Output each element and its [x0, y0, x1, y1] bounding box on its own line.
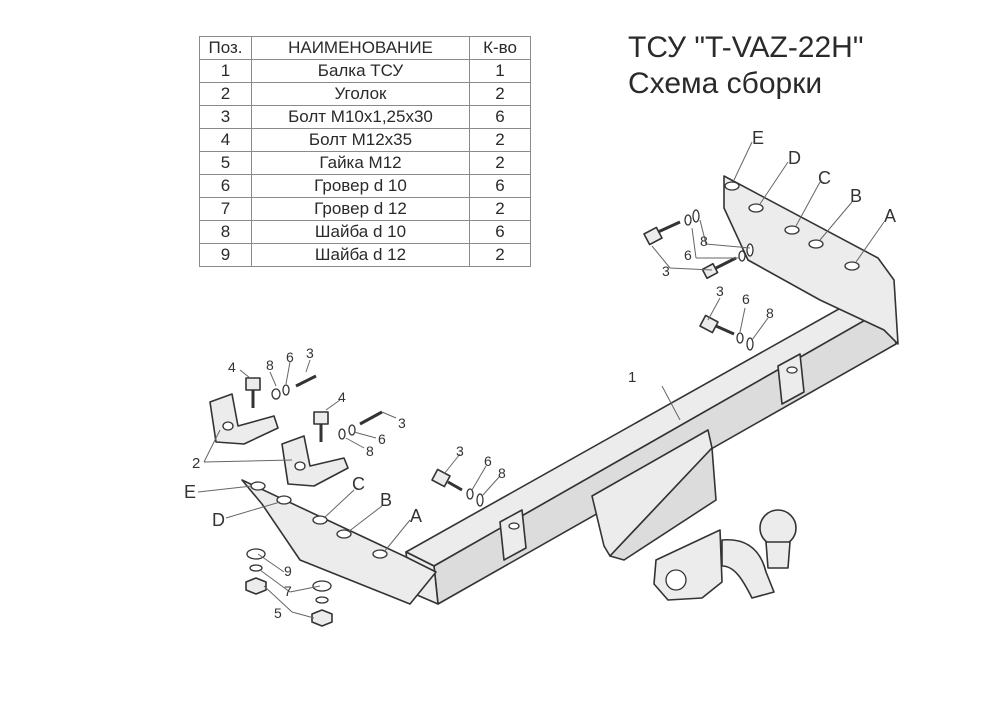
label-part-5: 5	[274, 605, 282, 621]
angle-brackets	[209, 393, 349, 487]
cell-pos: 1	[199, 59, 252, 83]
label-part-3: 3	[398, 415, 406, 431]
cell-name: Балка ТСУ	[251, 59, 470, 83]
label-part-4: 4	[338, 389, 346, 405]
cell-pos: 2	[199, 82, 252, 106]
title-model: ТСУ "T-VAZ-22H"	[628, 31, 864, 64]
title-subtitle: Схема сборки	[628, 67, 823, 100]
cell-pos: 8	[199, 220, 252, 244]
label-part-8: 8	[766, 305, 774, 321]
label-part-3: 3	[662, 263, 670, 279]
label-part-8: 8	[498, 465, 506, 481]
label-part-4: 4	[228, 359, 236, 375]
label-hole-e: E	[184, 482, 196, 502]
right-mounting-plate	[723, 175, 899, 345]
label-hole-c: C	[352, 474, 365, 494]
label-hole-c: C	[818, 168, 831, 188]
label-part-8: 8	[700, 233, 708, 249]
header-name: НАИМЕНОВАНИЕ	[251, 36, 470, 60]
label-hole-a: A	[884, 206, 896, 226]
label-part-7: 7	[284, 583, 292, 599]
cell-name: Гайка М12	[251, 151, 470, 175]
cell-qty: 2	[469, 128, 531, 152]
cell-qty: 6	[469, 220, 531, 244]
label-hole-d: D	[212, 510, 225, 530]
label-part-6: 6	[286, 349, 294, 365]
cell-name: Болт М10х1,25х30	[251, 105, 470, 129]
cell-qty: 2	[469, 197, 531, 221]
label-part-3: 3	[306, 345, 314, 361]
label-hole-d: D	[788, 148, 801, 168]
label-hole-a: A	[410, 506, 422, 526]
label-part-6: 6	[742, 291, 750, 307]
label-part-6: 6	[684, 247, 692, 263]
callout-labels: 1 2 3 3 3 3 3 4 4 5 6 6 6 6 6 7 8 8 8 8 …	[184, 128, 896, 621]
label-part-3: 3	[456, 443, 464, 459]
cell-pos: 5	[199, 151, 252, 175]
cell-name: Шайба d 10	[251, 220, 470, 244]
cell-pos: 9	[199, 243, 252, 267]
cell-name: Шайба d 12	[251, 243, 470, 267]
label-part-3: 3	[716, 283, 724, 299]
label-hole-e: E	[752, 128, 764, 148]
label-part-2: 2	[192, 455, 200, 472]
label-part-6: 6	[484, 453, 492, 469]
leader-lines	[197, 141, 885, 619]
cell-name: Гровер d 12	[251, 197, 470, 221]
label-part-8: 8	[366, 443, 374, 459]
left-mounting-plate	[241, 479, 437, 605]
header-pos: Поз.	[199, 36, 252, 60]
label-hole-b: B	[380, 490, 392, 510]
fasteners	[245, 209, 754, 627]
label-hole-b: B	[850, 186, 862, 206]
cell-name: Болт М12х35	[251, 128, 470, 152]
tow-ball-assembly	[591, 429, 797, 601]
label-part-8: 8	[266, 357, 274, 373]
cell-qty: 2	[469, 243, 531, 267]
label-part-9: 9	[284, 563, 292, 579]
table-header-row: Поз. НАИМЕНОВАНИЕ К-во	[199, 36, 531, 60]
tow-bar-beam	[405, 295, 897, 605]
drawing-title: ТСУ "T-VAZ-22H" Схема сборки	[628, 30, 864, 102]
label-part-6: 6	[378, 431, 386, 447]
label-part-1: 1	[628, 369, 636, 386]
